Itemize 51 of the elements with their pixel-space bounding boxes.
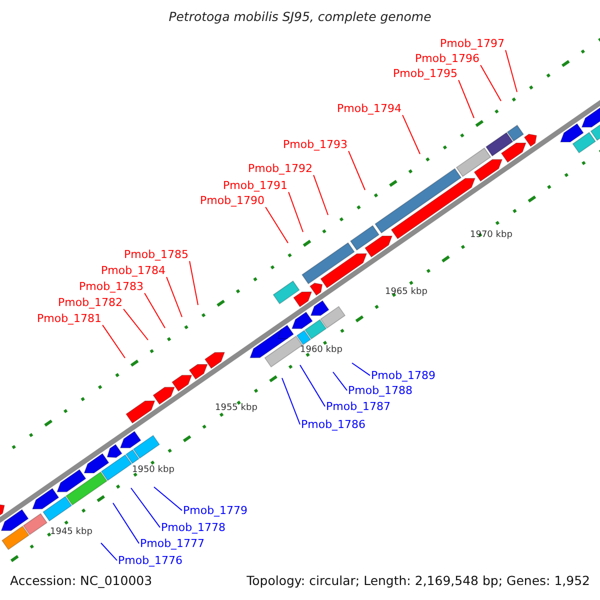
leader-line — [300, 364, 326, 407]
leader-line — [154, 486, 182, 511]
scale-label: 1965 kbp — [385, 288, 428, 298]
leader-line — [112, 502, 140, 544]
gene-label: Pmob_1797 — [440, 38, 505, 50]
gene-label: Pmob_1782 — [58, 297, 123, 310]
genome-info-text: Topology: circular; Length: 2,169,548 bp; Genes: 1,952 — [246, 574, 590, 588]
gene-label: Pmob_1786 — [301, 419, 366, 432]
leader-line — [348, 150, 366, 190]
gene-label: Pmob_1790 — [200, 195, 265, 208]
gene-label: Pmob_1794 — [337, 103, 402, 116]
accession-text: Accession: NC_010003 — [10, 574, 152, 588]
gene-label: Pmob_1795 — [393, 68, 458, 80]
gene-label: Pmob_1776 — [118, 555, 183, 568]
scale-label: 1960 kbp — [300, 346, 342, 356]
gene-label: Pmob_1793 — [283, 139, 348, 152]
leader-line — [189, 260, 198, 306]
leader-line — [282, 378, 300, 425]
leader-line — [102, 324, 126, 358]
leader-line — [505, 50, 518, 92]
gene-label: Pmob_1796 — [415, 53, 480, 66]
leader-line — [458, 80, 474, 118]
leader-line — [480, 64, 502, 102]
gene-label: Pmob_1779 — [183, 505, 248, 518]
gene-label: Pmob_1777 — [140, 538, 205, 550]
leader-line — [352, 362, 370, 376]
gene-label: Pmob_1787 — [326, 401, 391, 414]
gene-label: Pmob_1791 — [223, 180, 288, 192]
scale-label: 1970 kbp — [470, 231, 512, 241]
title: Petrotoga mobilis SJ95, complete genome — [168, 10, 432, 24]
leader-line — [332, 372, 348, 391]
gene-label: Pmob_1784 — [101, 265, 166, 278]
leader-line — [166, 276, 182, 318]
scale-label: 1955 kbp — [215, 404, 258, 414]
leader-line — [313, 174, 328, 216]
scale-label: 1945 kbp — [50, 528, 92, 538]
scale-label: 1950 kbp — [132, 466, 174, 476]
gene-label: Pmob_1778 — [161, 522, 226, 534]
leader-line — [265, 206, 288, 244]
gene-label: Pmob_1792 — [248, 163, 313, 176]
leader-line — [130, 488, 160, 528]
leader-line — [144, 292, 166, 328]
leader-line — [402, 114, 420, 154]
leader-line — [288, 192, 304, 232]
gene-label: Pmob_1789 — [371, 370, 436, 382]
gene-label: Pmob_1781 — [37, 313, 102, 326]
gene-label: Pmob_1785 — [124, 249, 189, 262]
gene-label: Pmob_1783 — [79, 281, 144, 294]
leader-line — [100, 542, 118, 561]
gene-label: Pmob_1788 — [348, 385, 413, 398]
leader-line — [123, 308, 148, 340]
